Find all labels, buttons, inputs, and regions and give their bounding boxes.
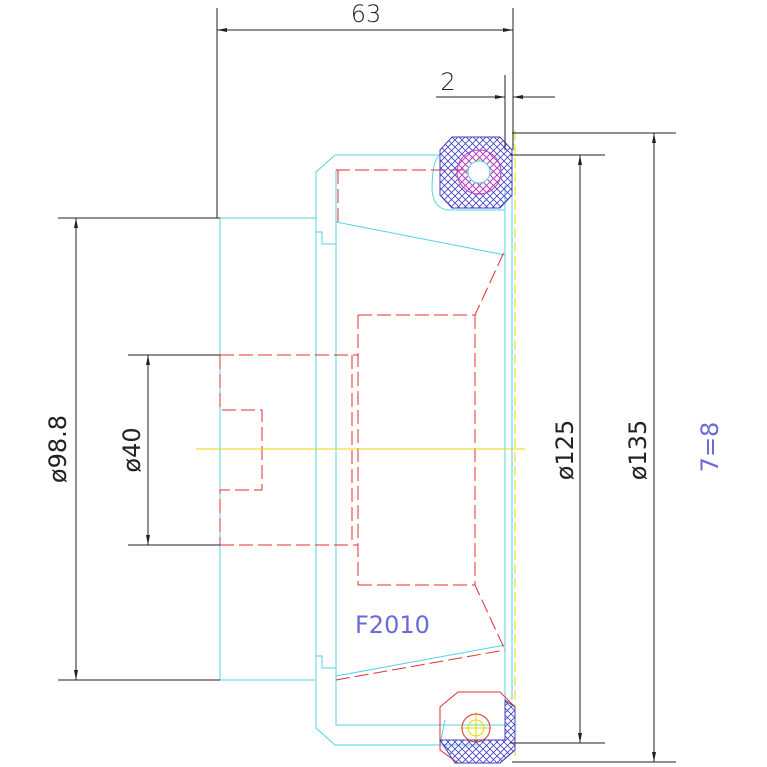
centerlines — [196, 130, 525, 760]
dim-2-label: 2 — [440, 68, 455, 96]
dim-63-label: 63 — [351, 0, 382, 28]
part-code-label: F2010 — [355, 611, 430, 639]
hidden-lines — [219, 169, 506, 681]
dim-125-label: ø125 — [551, 420, 579, 481]
body-outline — [219, 154, 513, 746]
bottom-seal-lip — [439, 691, 516, 764]
dim-98-8-label: ø98.8 — [44, 415, 72, 483]
ratio-label: 7=8 — [696, 422, 724, 473]
dimension-lines — [58, 8, 676, 763]
dim-40-label: ø40 — [118, 427, 146, 472]
dim-135-label: ø135 — [624, 420, 652, 481]
top-seal-lip — [439, 136, 513, 209]
